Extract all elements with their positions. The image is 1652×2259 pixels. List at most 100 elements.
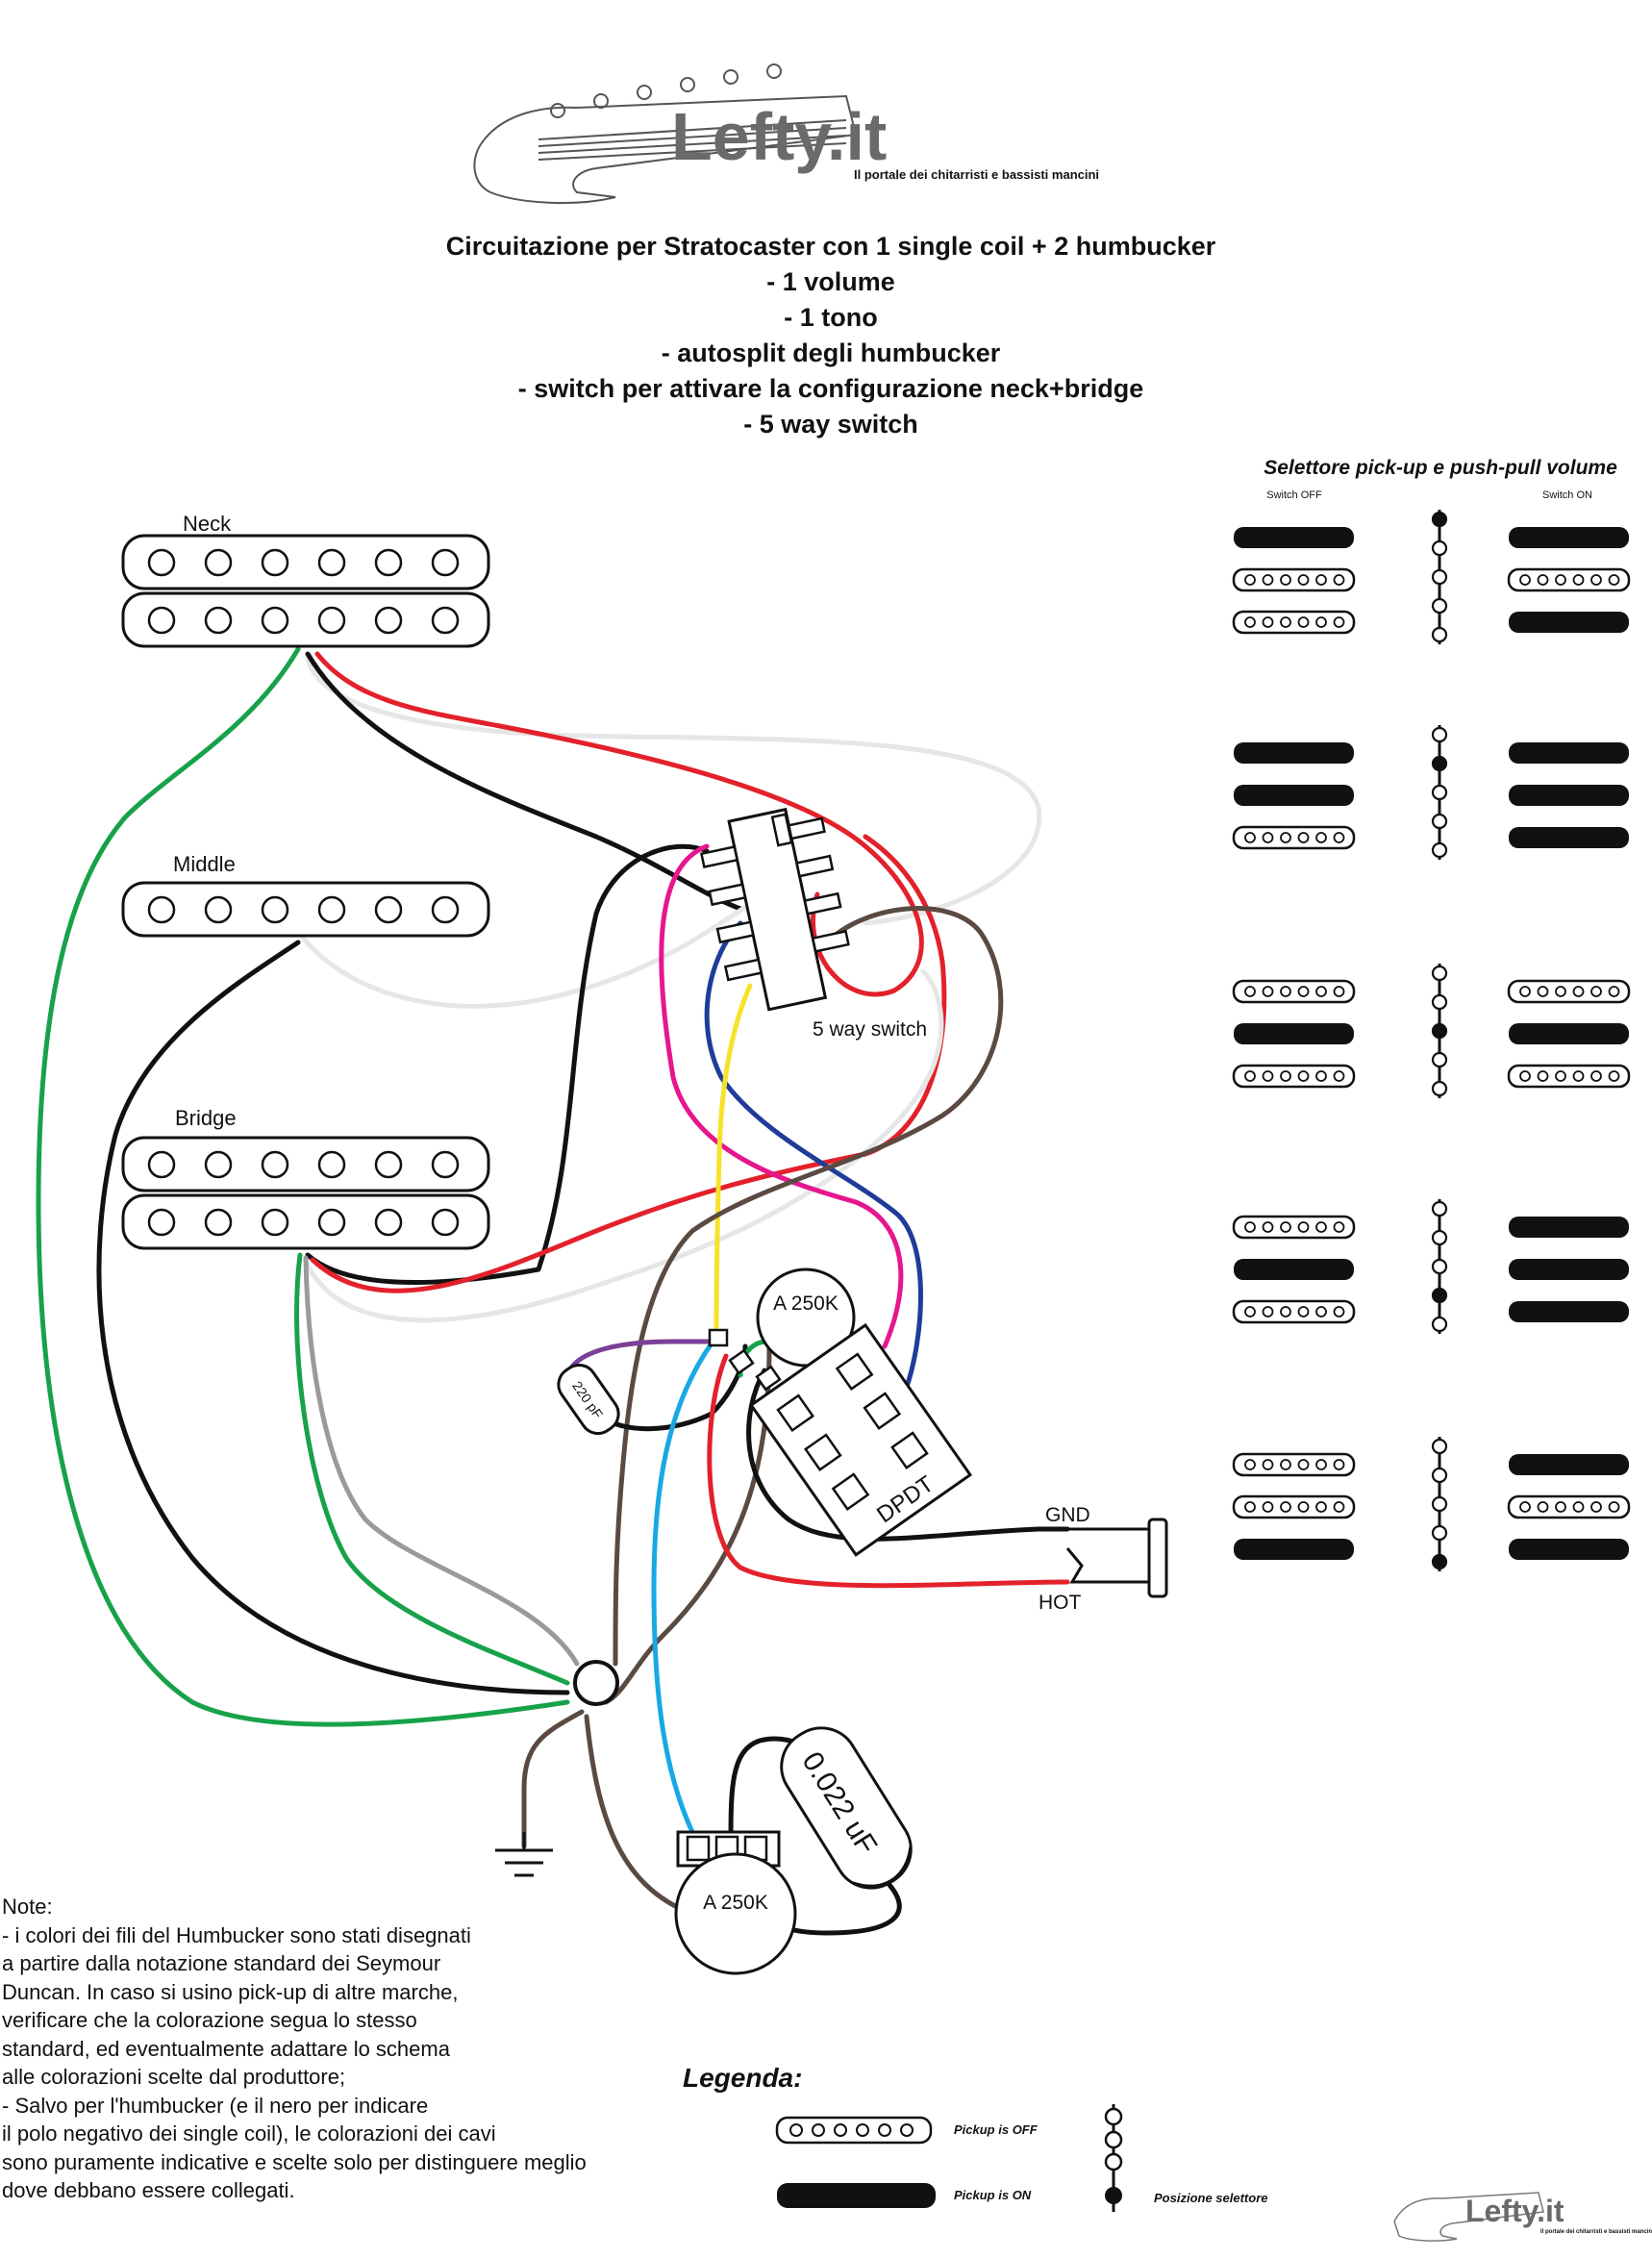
notes-line: dove debbano essere collegati.	[2, 2178, 295, 2202]
lefty-logo: Lefty.it Il portale dei chitarristi e ba…	[473, 63, 1099, 205]
selector-panel-title: Selettore pick-up e push-pull volume	[1264, 457, 1617, 479]
selector-pickup-off	[1234, 1539, 1354, 1560]
wire-green-neck	[36, 646, 570, 1727]
notes-line: verificare che la colorazione segua lo s…	[2, 2008, 417, 2032]
pickup-middle: Middle	[121, 852, 490, 938]
legend-title: Legenda:	[683, 2063, 802, 2093]
selector-pickup-on	[1507, 567, 1631, 592]
notes-line: alle colorazioni scelte dal produttore;	[2, 2065, 346, 2089]
wire-yellow	[713, 983, 753, 1330]
selector-pickup-on	[1507, 1064, 1631, 1089]
selector-position-icon	[1431, 1437, 1448, 1571]
selector-pickup-on	[1507, 1494, 1631, 1519]
notes-line: a partire dalla notazione standard dei S…	[2, 1951, 441, 1975]
selector-row	[1232, 725, 1629, 860]
title-line-6: - 5 way switch	[743, 410, 918, 439]
jack-gnd-label: GND	[1045, 1504, 1090, 1526]
selector-pickup-off	[1232, 567, 1356, 592]
selector-pickup-off	[1234, 527, 1354, 548]
notes-line: Duncan. In caso si usino pick-up di altr…	[2, 1979, 459, 2004]
selector-pickup-off	[1232, 1494, 1356, 1519]
notes-line: sono puramente indicative e scelte solo …	[2, 2149, 587, 2174]
selector-position-icon	[1431, 725, 1448, 860]
output-jack: GND HOT	[1039, 1504, 1168, 1614]
selector-pickup-off	[1232, 1064, 1356, 1089]
pickup-neck: Neck	[121, 512, 490, 648]
legend-off-label: Pickup is OFF	[954, 2122, 1039, 2137]
selector-pickup-off	[1234, 1259, 1354, 1280]
selector-pickup-off	[1232, 1299, 1356, 1324]
selector-col-on: Switch ON	[1542, 489, 1592, 501]
wire-black-jack	[746, 1368, 1070, 1542]
logo-tagline: Il portale dei chitarristi e bassisti ma…	[854, 167, 1099, 182]
wire-brown-2	[603, 1343, 772, 1705]
five-way-switch-label: 5 way switch	[813, 1018, 927, 1041]
legend-off-pickup	[775, 2116, 933, 2145]
legend-selector-icon	[1104, 2104, 1123, 2212]
wire-white-middle	[300, 901, 753, 1009]
wire-gray-bridge	[303, 1255, 580, 1667]
selector-pickup-off	[1234, 785, 1354, 806]
logo-small-brand: Lefty.it	[1465, 2194, 1564, 2228]
volume-pot-label: A 250K	[773, 1293, 839, 1315]
capacitor-220pf: 220 pF	[557, 1363, 620, 1436]
selector-pickup-on	[1507, 979, 1631, 1004]
notes: Note: - i colori dei fili del Humbucker …	[2, 1893, 587, 2205]
selector-col-off: Switch OFF	[1266, 489, 1322, 501]
selector-pickup-on	[1509, 742, 1629, 764]
title-line-3: - 1 tono	[784, 303, 877, 332]
selector-pickup-on	[1509, 612, 1629, 633]
selector-pickup-off	[1232, 610, 1356, 635]
tone-pot: A 250K	[674, 1830, 797, 1975]
logo-brand: Lefty.it	[671, 99, 887, 174]
wire-black-neck	[305, 651, 743, 912]
selector-pickup-on	[1509, 1454, 1629, 1475]
selector-panel: Selettore pick-up e push-pull volume Swi…	[1232, 457, 1631, 1571]
selector-pickup-off	[1232, 1452, 1356, 1477]
wire-red-jack	[707, 1353, 1070, 1589]
selector-pickup-on	[1509, 1539, 1629, 1560]
selector-row	[1232, 1437, 1631, 1571]
selector-pickup-off	[1234, 742, 1354, 764]
selector-position-icon	[1431, 964, 1448, 1098]
title-line-4: - autosplit degli humbucker	[662, 339, 1001, 367]
ground-symbol-icon	[495, 1832, 553, 1877]
selector-row	[1232, 510, 1631, 644]
wire-green-bridge	[294, 1252, 570, 1686]
selector-pickup-on	[1509, 785, 1629, 806]
wire-brown-tone	[584, 1714, 695, 1917]
wire-black-bridge	[305, 843, 710, 1286]
page-title: Circuitazione per Stratocaster con 1 sin…	[446, 232, 1216, 439]
selector-pickup-on	[1509, 827, 1629, 848]
selector-pickup-off	[1232, 825, 1356, 850]
selector-pickup-on	[1509, 1259, 1629, 1280]
wire-lightblue	[651, 1334, 719, 1835]
notes-line: Note:	[2, 1895, 53, 1919]
wire-brown	[613, 906, 1004, 1667]
title-line-2: - 1 volume	[766, 267, 895, 296]
jack-hot-label: HOT	[1039, 1592, 1082, 1614]
selector-pickup-on	[1509, 1023, 1629, 1044]
selector-row	[1232, 964, 1631, 1098]
wire-blue	[704, 920, 923, 1397]
selector-position-icon	[1431, 510, 1448, 644]
pickup-middle-label: Middle	[173, 852, 236, 876]
wiring	[36, 646, 1070, 1936]
selector-pickup-off	[1232, 1215, 1356, 1240]
notes-line: - i colori dei fili del Humbucker sono s…	[2, 1922, 471, 1947]
volume-pot-lugs	[708, 1328, 782, 1392]
notes-line: - Salvo per l'humbucker (e il nero per i…	[2, 2093, 429, 2118]
tone-pot-label: A 250K	[703, 1892, 768, 1914]
selector-row	[1232, 1199, 1629, 1334]
selector-position-icon	[1431, 1199, 1448, 1334]
legend-on-label: Pickup is ON	[954, 2188, 1032, 2202]
selector-pickup-off	[1232, 979, 1356, 1004]
dpdt-switch: DPDT	[749, 1322, 973, 1557]
wire-white-bridge	[303, 968, 944, 1323]
pickup-bridge: Bridge	[121, 1106, 490, 1250]
lefty-logo-small: Lefty.it Il portale dei chitarristi e ba…	[1393, 2192, 1652, 2242]
notes-line: il polo negativo dei single coil), le co…	[2, 2121, 496, 2146]
wire-red-neck	[314, 651, 924, 997]
wire-white-neck	[305, 656, 1042, 926]
five-way-switch	[699, 807, 850, 1012]
